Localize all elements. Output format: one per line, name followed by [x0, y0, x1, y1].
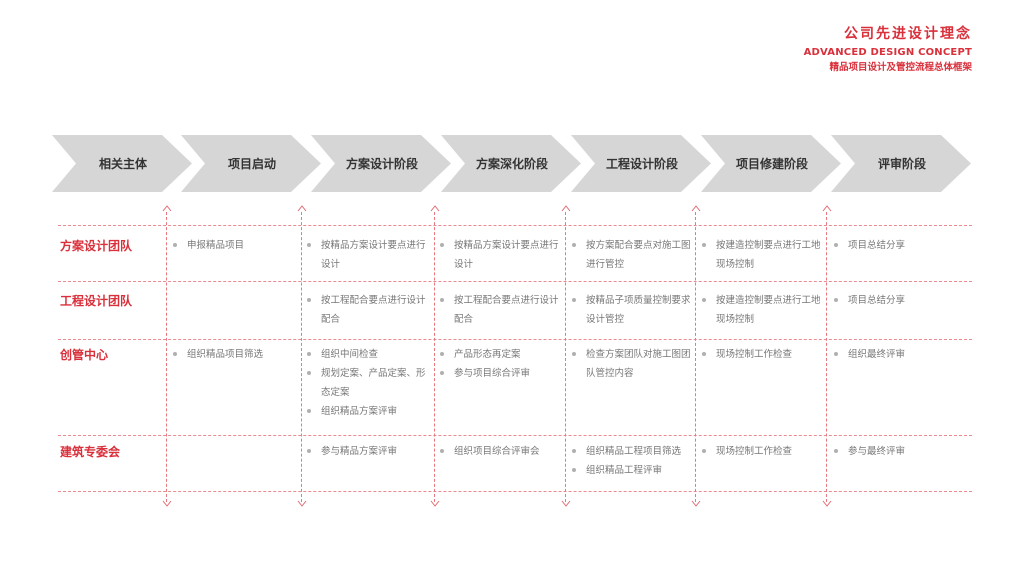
task-item: 组织精品工程评审 — [571, 461, 693, 480]
task-item: 按工程配合要点进行设计配合 — [306, 291, 430, 329]
task-cell: 按精品方案设计要点进行设计 — [439, 236, 562, 274]
task-item: 现场控制工作检查 — [701, 345, 824, 364]
stage-chevron — [311, 135, 451, 192]
task-item: 组织中间检查 — [306, 345, 430, 364]
task-cell: 按精品子项质量控制要求设计管控 — [571, 291, 693, 329]
task-item: 申报精品项目 — [172, 236, 297, 255]
stage-divider — [565, 212, 566, 502]
task-cell: 按建造控制要点进行工地现场控制 — [701, 236, 824, 274]
task-item: 按工程配合要点进行设计配合 — [439, 291, 562, 329]
task-cell: 现场控制工作检查 — [701, 345, 824, 364]
stage-label: 方案深化阶段 — [475, 157, 548, 171]
stage-chevron — [181, 135, 321, 192]
task-cell: 组织最终评审 — [833, 345, 953, 364]
row-divider — [58, 491, 972, 492]
row-divider — [58, 225, 972, 226]
task-cell: 按方案配合要点对施工图进行管控 — [571, 236, 693, 274]
task-item: 按精品子项质量控制要求设计管控 — [571, 291, 693, 329]
task-item: 组织精品工程项目筛选 — [571, 442, 693, 461]
stage-chevron — [831, 135, 971, 192]
role-label: 工程设计团队 — [60, 294, 133, 308]
role-label: 创管中心 — [60, 348, 109, 362]
header-title-en: ADVANCED DESIGN CONCEPT — [803, 47, 972, 58]
stage-label: 项目启动 — [227, 157, 276, 171]
header-title: 公司先进设计理念 — [844, 26, 972, 42]
stage-divider — [826, 212, 827, 502]
task-item: 按建造控制要点进行工地现场控制 — [701, 291, 824, 329]
stage-label: 评审阶段 — [877, 157, 926, 171]
task-item: 现场控制工作检查 — [701, 442, 824, 461]
task-item: 按方案配合要点对施工图进行管控 — [571, 236, 693, 274]
task-cell: 组织中间检查规划定案、产品定案、形态定案组织精品方案评审 — [306, 345, 430, 421]
task-cell: 组织精品项目筛选 — [172, 345, 297, 364]
task-item: 项目总结分享 — [833, 291, 953, 310]
task-cell: 申报精品项目 — [172, 236, 297, 255]
stage-divider — [695, 212, 696, 502]
task-cell: 产品形态再定案参与项目综合评审 — [439, 345, 562, 383]
page-header: 公司先进设计理念 ADVANCED DESIGN CONCEPT 精品项目设计及… — [804, 24, 972, 75]
task-cell: 参与最终评审 — [833, 442, 953, 461]
task-cell: 项目总结分享 — [833, 291, 953, 310]
task-item: 参与项目综合评审 — [439, 364, 562, 383]
task-cell: 组织项目综合评审会 — [439, 442, 562, 461]
task-cell: 项目总结分享 — [833, 236, 953, 255]
stage-label: 相关主体 — [98, 157, 147, 171]
task-item: 规划定案、产品定案、形态定案 — [306, 364, 430, 402]
task-item: 组织精品方案评审 — [306, 402, 430, 421]
stage-divider — [434, 212, 435, 502]
task-item: 产品形态再定案 — [439, 345, 562, 364]
header-subtitle: 精品项目设计及管控流程总体框架 — [829, 62, 972, 73]
stage-label: 工程设计阶段 — [605, 157, 678, 171]
task-item: 参与最终评审 — [833, 442, 953, 461]
task-cell: 按建造控制要点进行工地现场控制 — [701, 291, 824, 329]
row-divider — [58, 339, 972, 340]
task-item: 参与精品方案评审 — [306, 442, 430, 461]
task-item: 按精品方案设计要点进行设计 — [439, 236, 562, 274]
stage-divider — [166, 212, 167, 502]
stage-label: 项目修建阶段 — [735, 157, 808, 171]
role-label: 建筑专委会 — [60, 445, 121, 459]
task-item: 组织项目综合评审会 — [439, 442, 562, 461]
role-label: 方案设计团队 — [60, 239, 133, 253]
task-cell: 组织精品工程项目筛选组织精品工程评审 — [571, 442, 693, 480]
task-item: 项目总结分享 — [833, 236, 953, 255]
task-item: 组织精品项目筛选 — [172, 345, 297, 364]
stage-label: 方案设计阶段 — [345, 157, 418, 171]
stage-divider — [301, 212, 302, 502]
stage-chevron — [441, 135, 581, 192]
stage-chevron — [571, 135, 711, 192]
row-divider — [58, 281, 972, 282]
task-cell: 按工程配合要点进行设计配合 — [306, 291, 430, 329]
task-item: 检查方案团队对施工图团队管控内容 — [571, 345, 693, 383]
row-divider — [58, 435, 972, 436]
task-cell: 检查方案团队对施工图团队管控内容 — [571, 345, 693, 383]
task-cell: 现场控制工作检查 — [701, 442, 824, 461]
task-cell: 按精品方案设计要点进行设计 — [306, 236, 430, 274]
task-item: 按精品方案设计要点进行设计 — [306, 236, 430, 274]
task-item: 组织最终评审 — [833, 345, 953, 364]
task-cell: 参与精品方案评审 — [306, 442, 430, 461]
task-cell: 按工程配合要点进行设计配合 — [439, 291, 562, 329]
stage-chevron — [52, 135, 192, 192]
stage-chevron — [701, 135, 841, 192]
task-item: 按建造控制要点进行工地现场控制 — [701, 236, 824, 274]
